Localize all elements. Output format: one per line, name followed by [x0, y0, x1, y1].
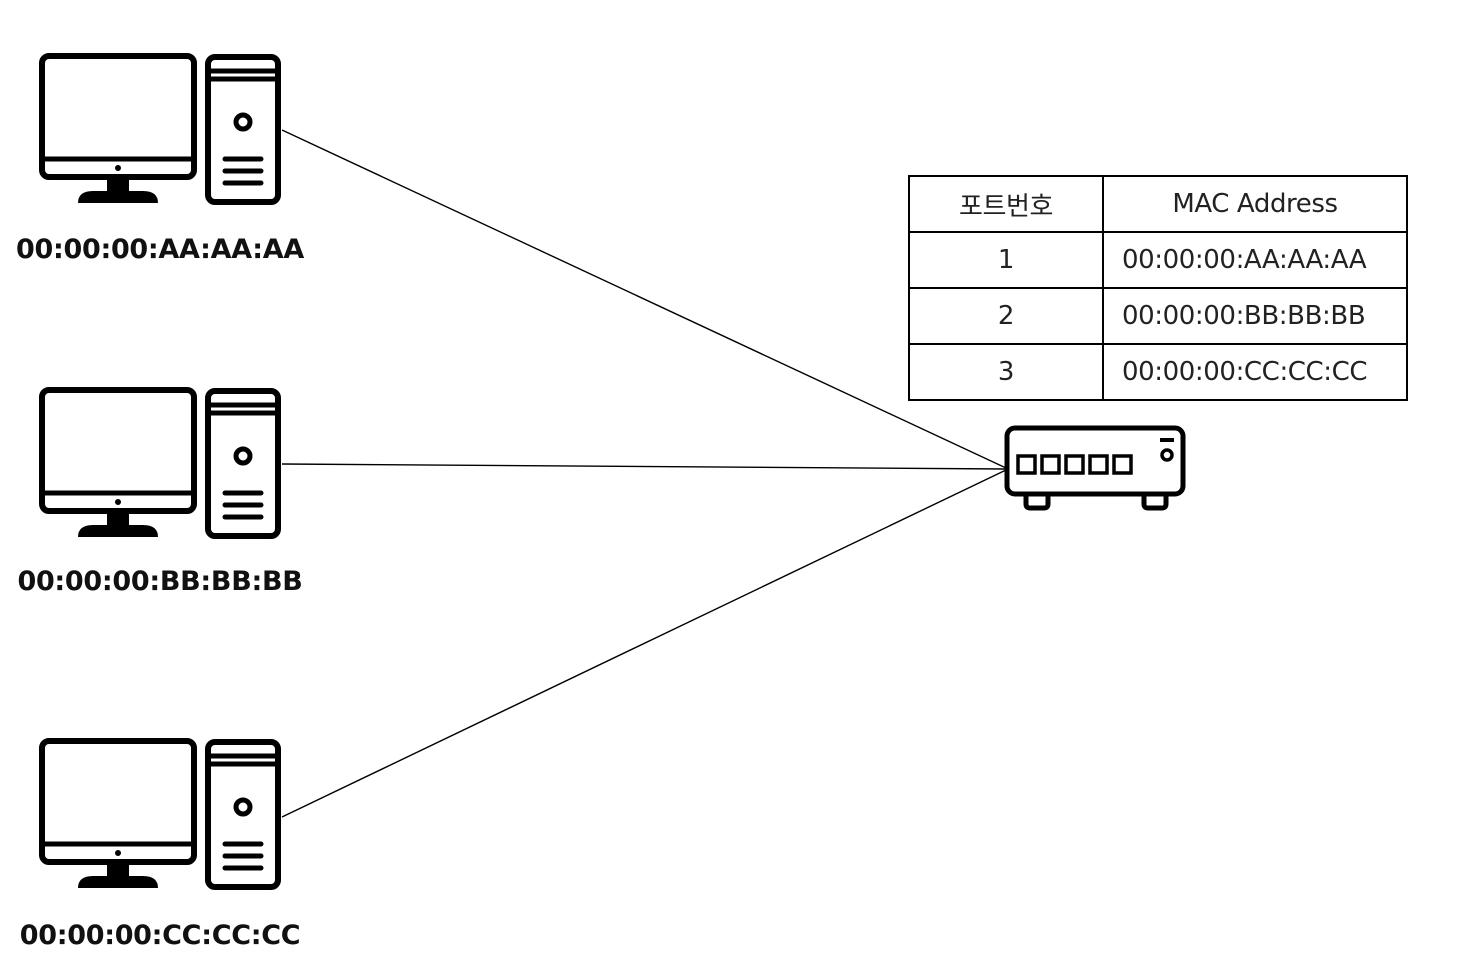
host-3-mac-label: 00:00:00:CC:CC:CC	[19, 920, 301, 951]
port-cell: 1	[908, 231, 1104, 289]
mac-address-table: 포트번호 MAC Address 1 00:00:00:AA:AA:AA 2 0…	[908, 175, 1408, 401]
mac-cell: 00:00:00:AA:AA:AA	[1102, 231, 1408, 289]
link-host-1-to-switch	[281, 129, 1007, 469]
table-row: 3 00:00:00:CC:CC:CC	[908, 343, 1408, 401]
desktop-computer-icon	[39, 53, 281, 205]
port-cell: 3	[908, 343, 1104, 401]
link-host-2-to-switch	[281, 463, 1007, 470]
network-switch-icon	[1004, 425, 1186, 511]
table-row: 2 00:00:00:BB:BB:BB	[908, 287, 1408, 345]
table-row: 1 00:00:00:AA:AA:AA	[908, 231, 1408, 289]
table-header-row: 포트번호 MAC Address	[908, 175, 1408, 233]
mac-cell: 00:00:00:CC:CC:CC	[1102, 343, 1408, 401]
port-number-header: 포트번호	[908, 175, 1104, 233]
host-1-mac-label: 00:00:00:AA:AA:AA	[16, 234, 304, 265]
link-host-3-to-switch	[281, 469, 1007, 818]
mac-address-header: MAC Address	[1102, 175, 1408, 233]
mac-cell: 00:00:00:BB:BB:BB	[1102, 287, 1408, 345]
port-cell: 2	[908, 287, 1104, 345]
desktop-computer-icon	[39, 738, 281, 890]
desktop-computer-icon	[39, 387, 281, 539]
host-2-mac-label: 00:00:00:BB:BB:BB	[17, 566, 303, 597]
